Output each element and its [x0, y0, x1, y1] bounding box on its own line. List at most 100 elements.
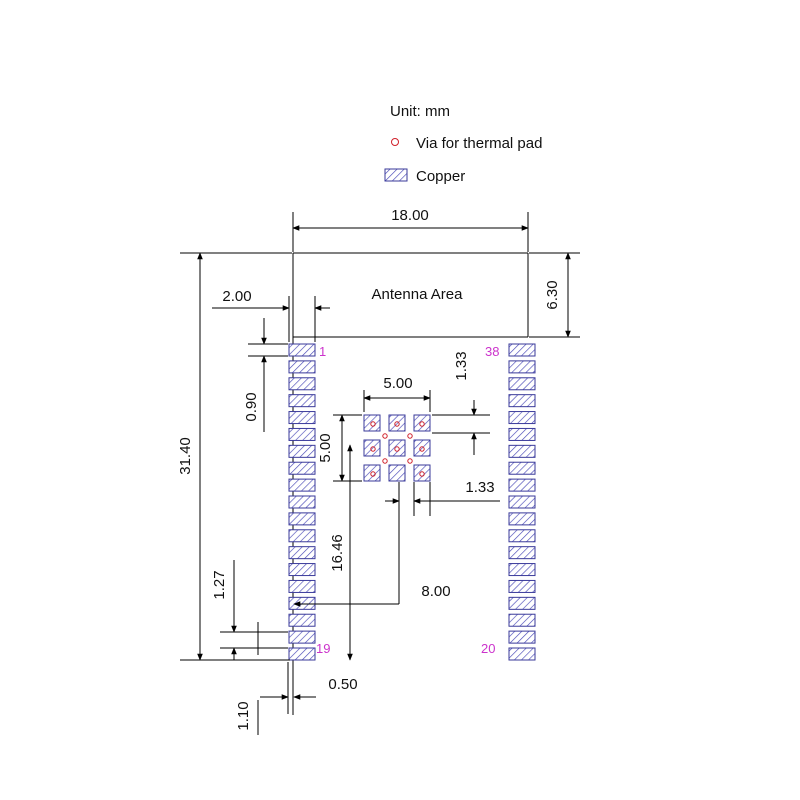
right-pad-column	[508, 343, 536, 661]
via-2	[394, 421, 400, 427]
pad-right-21	[508, 630, 536, 644]
pad-right-35	[508, 394, 536, 408]
via-7	[394, 446, 400, 452]
dim-pitch-label: 1.27	[211, 570, 228, 599]
pad-left-19	[288, 647, 316, 661]
pad-left-3	[288, 377, 316, 391]
via-1	[370, 421, 376, 427]
copper-legend-icon	[384, 168, 408, 182]
dim-top-offset-label: 1.33	[453, 351, 470, 380]
dim-pad-width: 0.50	[260, 662, 358, 714]
dim-pitch: 1.27	[211, 560, 288, 660]
thermal-pad-9	[413, 464, 431, 482]
pad-right-36	[508, 377, 536, 391]
pad-left-16	[288, 596, 316, 610]
left-pad-column	[288, 343, 316, 661]
via-4	[382, 433, 388, 439]
via-8	[419, 446, 425, 452]
thermal-pad-2	[388, 414, 406, 432]
thermal-pad-1	[363, 414, 381, 432]
pad-left-12	[288, 529, 316, 543]
pad-right-25	[508, 563, 536, 577]
pad-left-18	[288, 630, 316, 644]
pad-left-2	[288, 360, 316, 374]
pad-left-10	[288, 495, 316, 509]
dim-antenna-height-label: 6.30	[544, 280, 561, 309]
dim-pad-width-label: 0.50	[328, 676, 357, 693]
dim-pad-height-label: 0.90	[243, 392, 260, 421]
unit-label: Unit: mm	[390, 103, 450, 120]
thermal-pad-5	[388, 439, 406, 457]
pad-right-23	[508, 596, 536, 610]
via-12	[419, 471, 425, 477]
pad-left-4	[288, 394, 316, 408]
via-3	[419, 421, 425, 427]
pad-right-33	[508, 427, 536, 441]
pad-left-5	[288, 411, 316, 425]
via-10	[407, 458, 413, 464]
dim-thermal-height: 5.00	[317, 414, 362, 482]
pad-left-11	[288, 512, 316, 526]
pad-left-7	[288, 444, 316, 458]
pad-right-34	[508, 411, 536, 425]
pad-right-37	[508, 360, 536, 374]
pad-right-26	[508, 546, 536, 560]
legend: Unit: mm Via for thermal pad Copper	[384, 103, 542, 185]
via-5	[407, 433, 413, 439]
dim-width-label: 18.00	[391, 207, 429, 224]
pad-right-24	[508, 579, 536, 593]
dim-thermal-width-label: 5.00	[383, 375, 412, 392]
pad-left-15	[288, 579, 316, 593]
pad-right-20	[508, 647, 536, 661]
pad-left-9	[288, 478, 316, 492]
via-11	[370, 471, 376, 477]
dim-thermal-x: 8.00	[293, 516, 451, 607]
pad-right-28	[508, 512, 536, 526]
dim-width: 18.00	[292, 207, 529, 252]
pad-right-29	[508, 495, 536, 509]
dim-thermal-width: 5.00	[363, 375, 431, 412]
pad-right-30	[508, 478, 536, 492]
pin-1-label: 1	[319, 344, 326, 359]
pad-left-14	[288, 563, 316, 577]
dim-bottom-offset-label: 1.10	[235, 701, 252, 730]
pad-left-6	[288, 427, 316, 441]
pad-left-8	[288, 461, 316, 475]
via-legend-label: Via for thermal pad	[416, 135, 542, 152]
via-6	[370, 446, 376, 452]
via-legend-icon	[391, 138, 399, 146]
pad-right-31	[508, 461, 536, 475]
pad-right-22	[508, 613, 536, 627]
dim-thermal-x-label: 8.00	[421, 583, 450, 600]
dim-thermal-y: 16.46	[329, 444, 353, 661]
dim-thermal-pitch-label: 1.33	[465, 479, 494, 496]
dim-pad-offset-label: 2.00	[222, 288, 251, 305]
thermal-pad-3	[413, 414, 431, 432]
dim-pad-height: 0.90	[243, 318, 288, 432]
thermal-pad-4	[363, 439, 381, 457]
pin-19-label: 19	[316, 641, 330, 656]
pad-right-27	[508, 529, 536, 543]
via-array	[370, 421, 425, 477]
thermal-pad-array	[363, 414, 431, 482]
dim-bottom-offset: 1.10	[235, 622, 259, 735]
thermal-pad-6	[413, 439, 431, 457]
thermal-pad-8	[388, 464, 406, 482]
copper-legend-label: Copper	[416, 168, 465, 185]
dim-pad-offset: 2.00	[212, 288, 330, 342]
dim-total-height: 31.40	[177, 252, 292, 661]
pad-left-1	[288, 343, 316, 357]
pad-left-17	[288, 613, 316, 627]
antenna-area-label: Antenna Area	[372, 286, 464, 303]
pin-38-label: 38	[485, 344, 499, 359]
pin-20-label: 20	[481, 641, 495, 656]
dim-antenna-height: 6.30	[529, 252, 580, 338]
pad-left-13	[288, 546, 316, 560]
via-9	[382, 458, 388, 464]
pad-right-38	[508, 343, 536, 357]
dim-thermal-height-label: 5.00	[317, 433, 334, 462]
dim-thermal-y-label: 16.46	[329, 534, 346, 572]
pad-right-32	[508, 444, 536, 458]
dim-thermal-pitch: 1.33	[385, 400, 500, 516]
